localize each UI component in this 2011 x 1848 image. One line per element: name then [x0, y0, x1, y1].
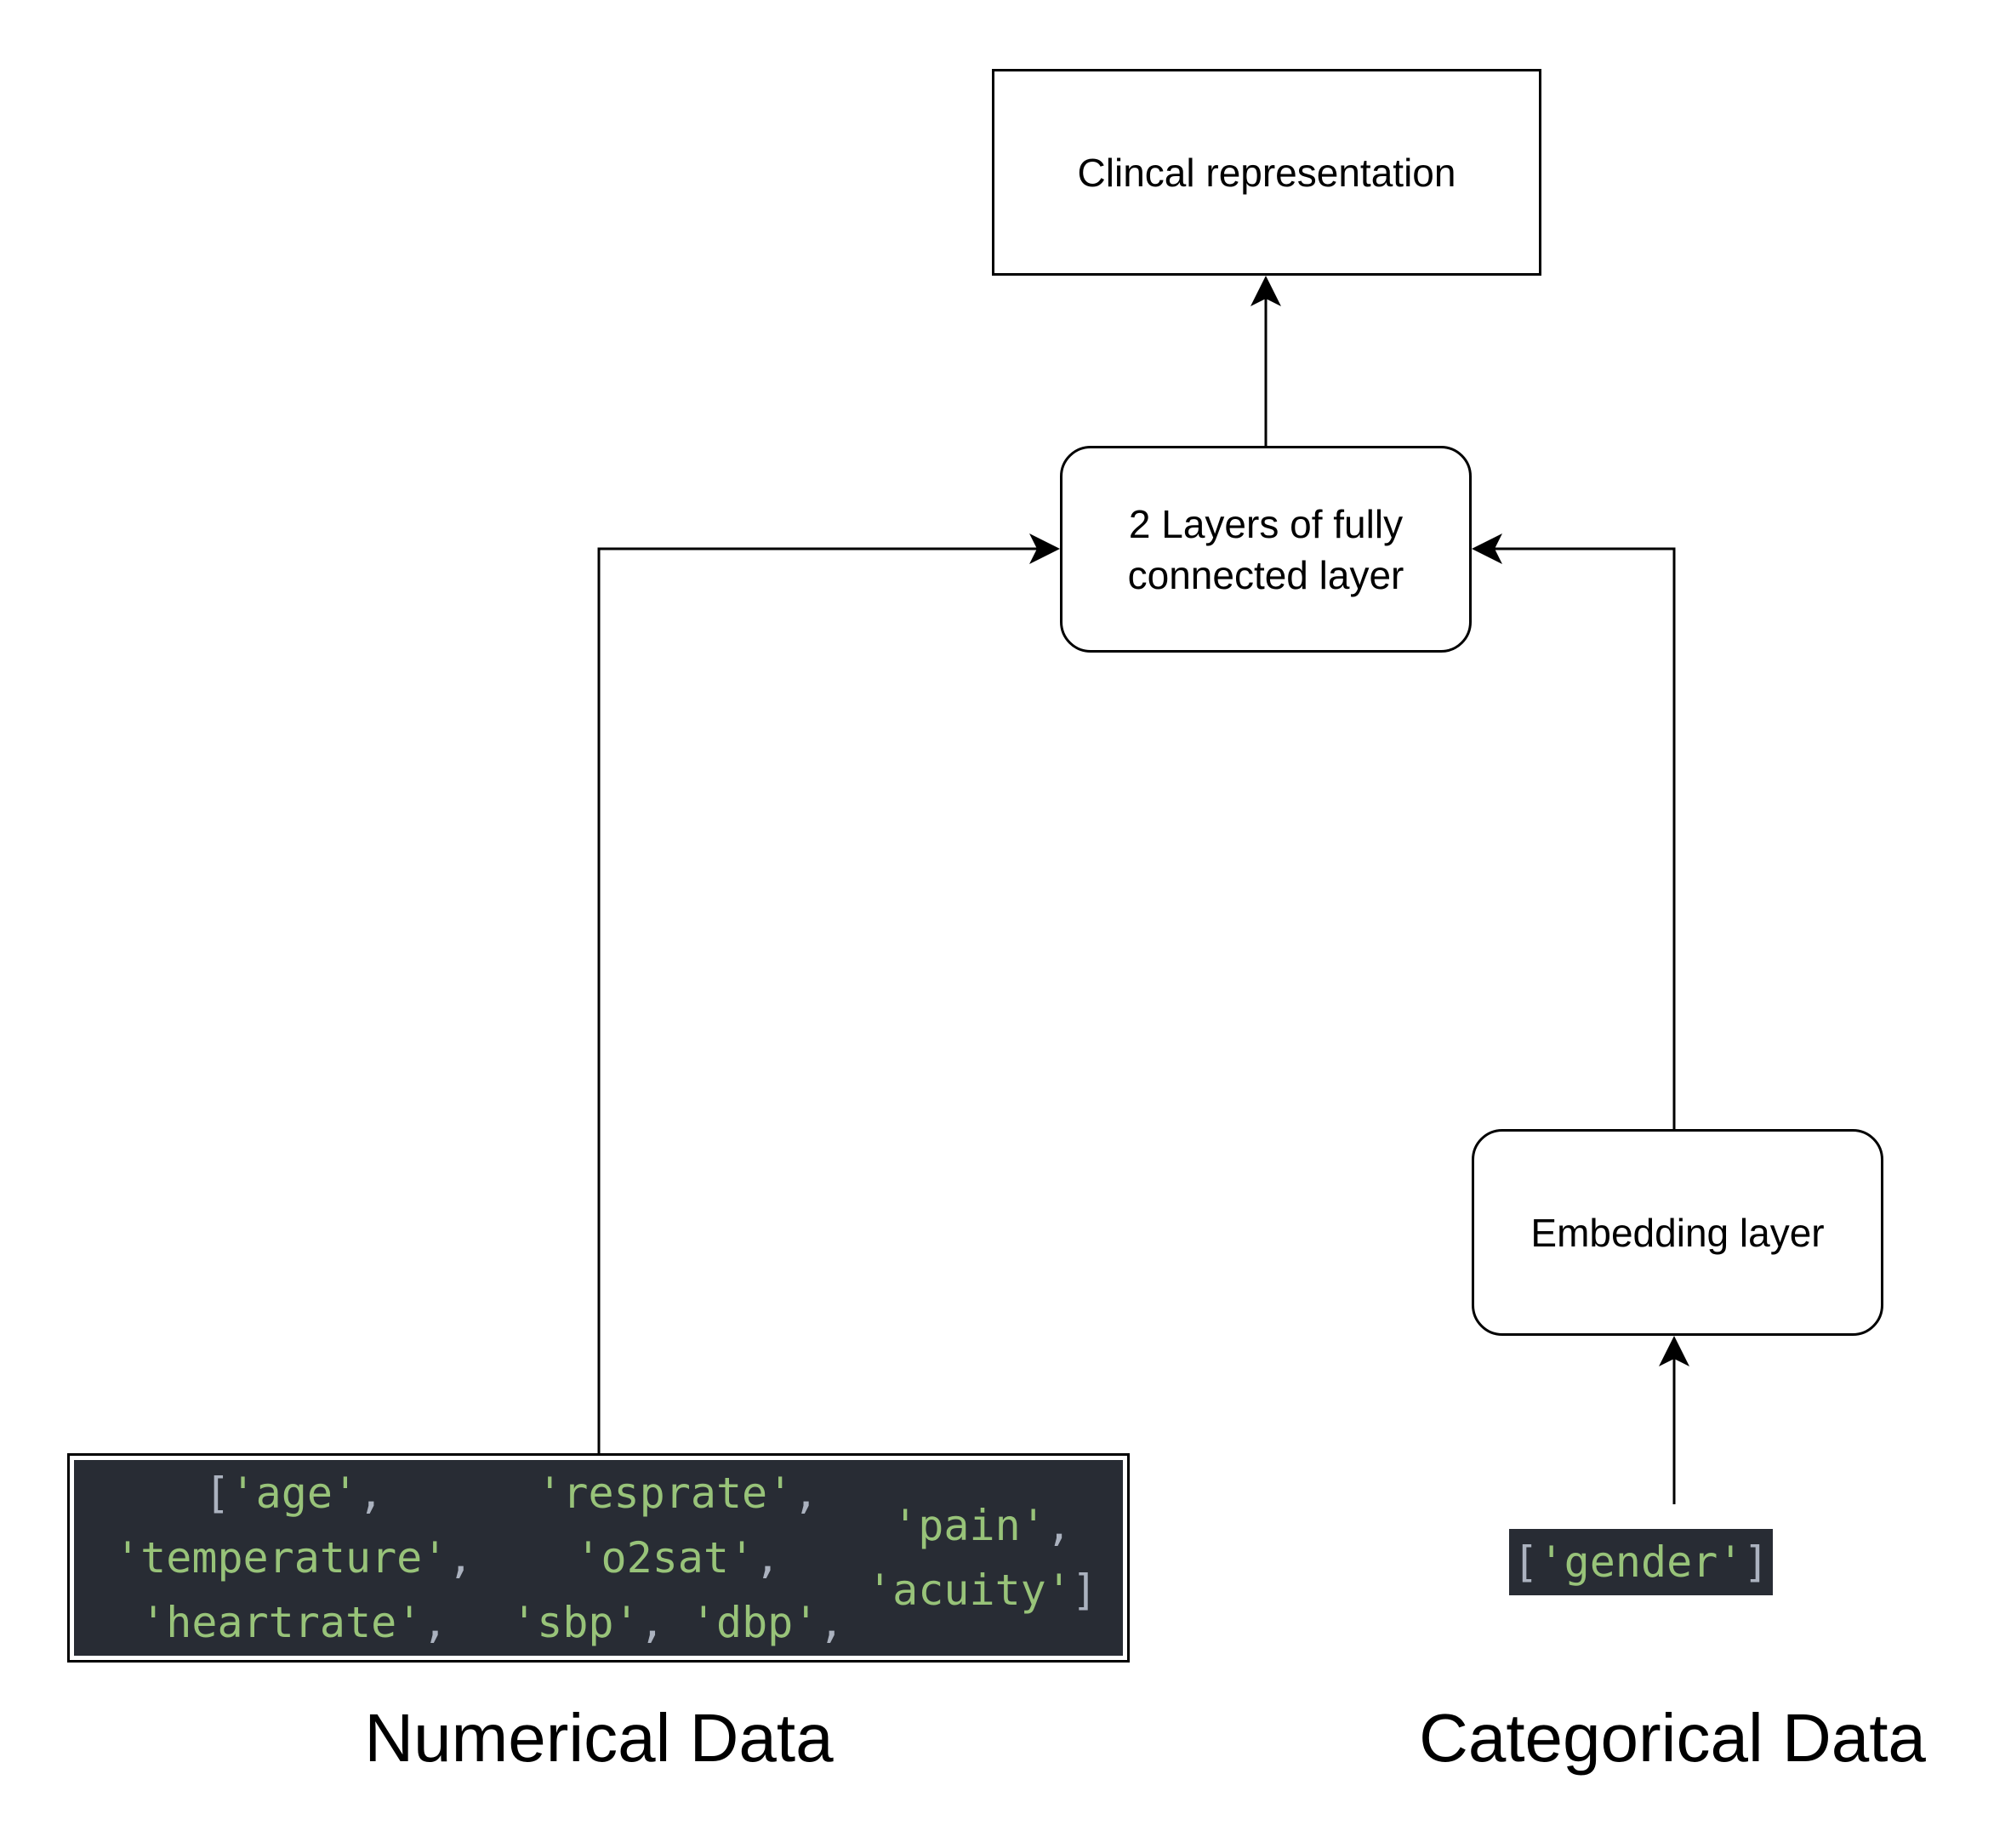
feature-dbp: 'dbp' — [690, 1598, 819, 1647]
code-comma: , — [639, 1598, 691, 1647]
feature-gender: 'gender' — [1538, 1537, 1744, 1587]
fully-connected-layers-box: 2 Layers of fully connected layer — [1060, 446, 1472, 653]
clinical-representation-label: Clincal representation — [1077, 150, 1456, 195]
code-comma: , — [1045, 1501, 1072, 1550]
arrow-embedding-to-fc — [1472, 533, 1676, 1129]
code-bracket: ] — [1743, 1537, 1769, 1587]
fully-connected-label-line1: 2 Layers of fully — [1128, 501, 1404, 546]
numerical-features-code-block: ['age', 'temperature', 'heartrate','resp… — [67, 1453, 1130, 1663]
code-comma: , — [793, 1469, 819, 1518]
feature-o2sat: 'o2sat' — [575, 1533, 755, 1583]
fully-connected-label: 2 Layers of fully connected layer — [1128, 499, 1404, 601]
feature-temperature: 'temperature' — [115, 1533, 448, 1583]
feature-pain: 'pain' — [892, 1501, 1046, 1550]
feature-heartrate: 'heartrate' — [140, 1598, 423, 1647]
arrow-numerical-to-fc — [597, 533, 1060, 1453]
feature-acuity: 'acuity' — [867, 1566, 1072, 1615]
code-comma: , — [447, 1533, 474, 1583]
code-bracket: [ — [1513, 1537, 1539, 1587]
categorical-data-caption: Categorical Data — [1419, 1700, 1926, 1776]
embedding-layer-label: Embedding layer — [1530, 1210, 1825, 1255]
numerical-data-caption: Numerical Data — [364, 1700, 834, 1776]
fully-connected-label-line2: connected layer — [1127, 552, 1404, 597]
code-comma: , — [422, 1598, 448, 1647]
categorical-features-code-block: ['gender'] — [1509, 1529, 1773, 1595]
code-bracket: [ — [204, 1469, 231, 1518]
feature-age: 'age' — [230, 1469, 359, 1518]
numerical-features-list: ['age', 'temperature', 'heartrate','resp… — [74, 1460, 1123, 1656]
clinical-representation-box: Clincal representation — [992, 69, 1541, 276]
embedding-layer-box: Embedding layer — [1472, 1129, 1883, 1336]
feature-sbp: 'sbp' — [511, 1598, 640, 1647]
code-comma: , — [358, 1469, 385, 1518]
code-line: 'pain', 'acuity'] — [867, 1493, 1097, 1623]
code-bracket: ] — [1071, 1566, 1097, 1615]
feature-resprate: 'resprate' — [537, 1469, 794, 1518]
code-line: 'resprate', 'o2sat', 'sbp', 'dbp', — [489, 1461, 868, 1655]
code-comma: , — [818, 1598, 845, 1647]
code-comma: , — [755, 1533, 781, 1583]
code-line: ['age', 'temperature', 'heartrate', — [100, 1461, 489, 1655]
